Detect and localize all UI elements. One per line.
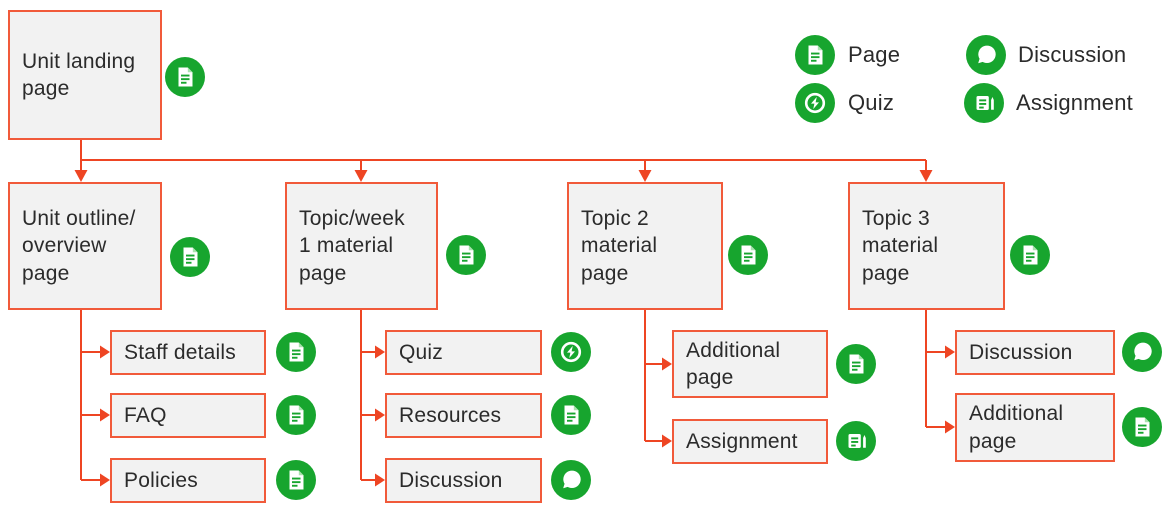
page-icon [836,344,876,384]
node-label: Unit landing page [22,49,136,100]
page-icon [446,235,486,275]
node-label: Topic/week 1 material page [299,207,405,285]
legend-label-assignment: Assignment [1016,90,1133,115]
page-icon [165,57,205,97]
page-icon [1122,407,1162,447]
node-label: Staff details [124,340,236,364]
page-icon [1010,235,1050,275]
node-resources: Resources [385,393,542,438]
page-icon [276,460,316,500]
node-additional-page-topic2: Additional page [672,330,828,398]
discussion-icon [551,460,591,500]
node-topic-week-1-page: Topic/week 1 material page [285,182,438,310]
node-quiz: Quiz [385,330,542,375]
legend-label-quiz: Quiz [848,90,895,115]
legend-label-page: Page [848,42,901,67]
node-label: Quiz [399,340,443,364]
assignment-icon [964,83,1004,123]
node-label: Discussion [969,340,1073,364]
node-topic-2-page: Topic 2 material page [567,182,723,310]
node-label: Topic 3 material page [862,207,939,285]
node-label: Assignment [686,429,798,453]
node-unit-outline-page: Unit outline/ overview page [8,182,162,310]
quiz-icon [551,332,591,372]
assignment-icon [836,421,876,461]
node-topic-3-page: Topic 3 material page [848,182,1005,310]
node-discussion-topic3: Discussion [955,330,1115,375]
page-icon [728,235,768,275]
node-discussion-week1: Discussion [385,458,542,503]
node-label: Additional page [969,402,1064,453]
node-label: Additional page [686,338,781,389]
node-assignment: Assignment [672,419,828,464]
node-label: Discussion [399,468,503,492]
node-label: Unit outline/ overview page [22,207,136,285]
page-icon [170,237,210,277]
page-icon [276,332,316,372]
quiz-icon [795,83,835,123]
page-icon [276,395,316,435]
node-label: FAQ [124,403,167,427]
node-additional-page-topic3: Additional page [955,393,1115,462]
node-unit-landing-page: Unit landing page [8,10,162,140]
node-policies: Policies [110,458,266,503]
node-faq: FAQ [110,393,266,438]
legend-label-discussion: Discussion [1018,42,1127,67]
node-label: Topic 2 material page [581,207,658,285]
discussion-icon [966,35,1006,75]
node-staff-details: Staff details [110,330,266,375]
discussion-icon [1122,332,1162,372]
page-icon [795,35,835,75]
page-icon [551,395,591,435]
node-label: Policies [124,468,198,492]
node-label: Resources [399,403,502,427]
